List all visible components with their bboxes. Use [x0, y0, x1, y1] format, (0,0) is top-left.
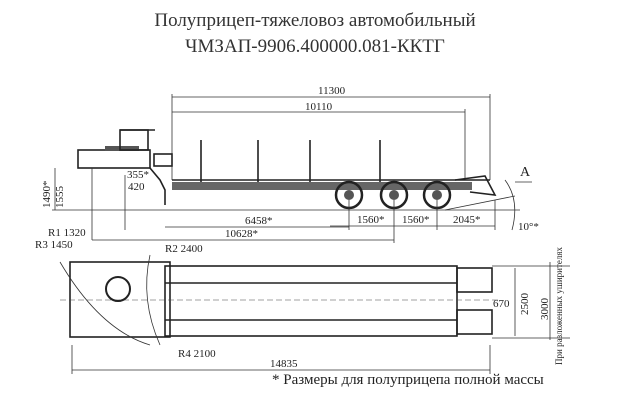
dim-deck-height-loaded: 355* — [127, 169, 149, 181]
dim-kingpin-to-axle: 6458* — [245, 215, 273, 227]
dim-width-extended: 3000 — [539, 298, 551, 321]
drawing-title-line1: Полуприцеп-тяжеловоз автомобильный — [154, 10, 476, 31]
dim-deck-length: 10110 — [305, 101, 333, 113]
deck — [172, 182, 472, 190]
dim-axle-spacing-2: 1560* — [402, 214, 430, 226]
dim-rear-overhang: 2045* — [453, 214, 481, 226]
extended-note: При разложенных уширителях — [554, 246, 564, 365]
drawing-title-line2: ЧМЗАП-9906.400000.081-ККТГ — [185, 36, 445, 57]
dim-r4: R4 2100 — [178, 348, 216, 360]
dim-total-length: 14835 — [270, 358, 298, 370]
dim-coupling-height-loaded: 1490* — [41, 181, 53, 209]
dim-kingpin-to-mid-axle: 10628* — [225, 228, 258, 240]
dim-overall-length: 11300 — [318, 85, 346, 97]
dim-width: 2500 — [519, 293, 531, 316]
gooseneck — [77, 149, 151, 169]
view-label-a: A — [520, 165, 531, 180]
rear-ramp — [454, 175, 497, 196]
dim-axle-spacing-1: 1560* — [357, 214, 385, 226]
top-view: R1 1320 R3 1450 R2 2400 R4 2100 14835 25… — [35, 227, 570, 374]
dim-ramp-width: 670 — [493, 298, 510, 310]
footnote: * Размеры для полуприцепа полной массы — [272, 372, 544, 388]
dim-r2: R2 2400 — [165, 243, 203, 255]
dim-departure-angle: 10°* — [518, 221, 539, 233]
side-view: 11300 10110 1490* 1555 355* 420 — [41, 85, 539, 243]
deck-top — [164, 265, 458, 337]
dim-r1: R1 1320 — [48, 227, 86, 239]
dim-coupling-height: 1555 — [54, 186, 66, 209]
dim-r3: R3 1450 — [35, 239, 73, 251]
dim-deck-height: 420 — [128, 181, 145, 193]
